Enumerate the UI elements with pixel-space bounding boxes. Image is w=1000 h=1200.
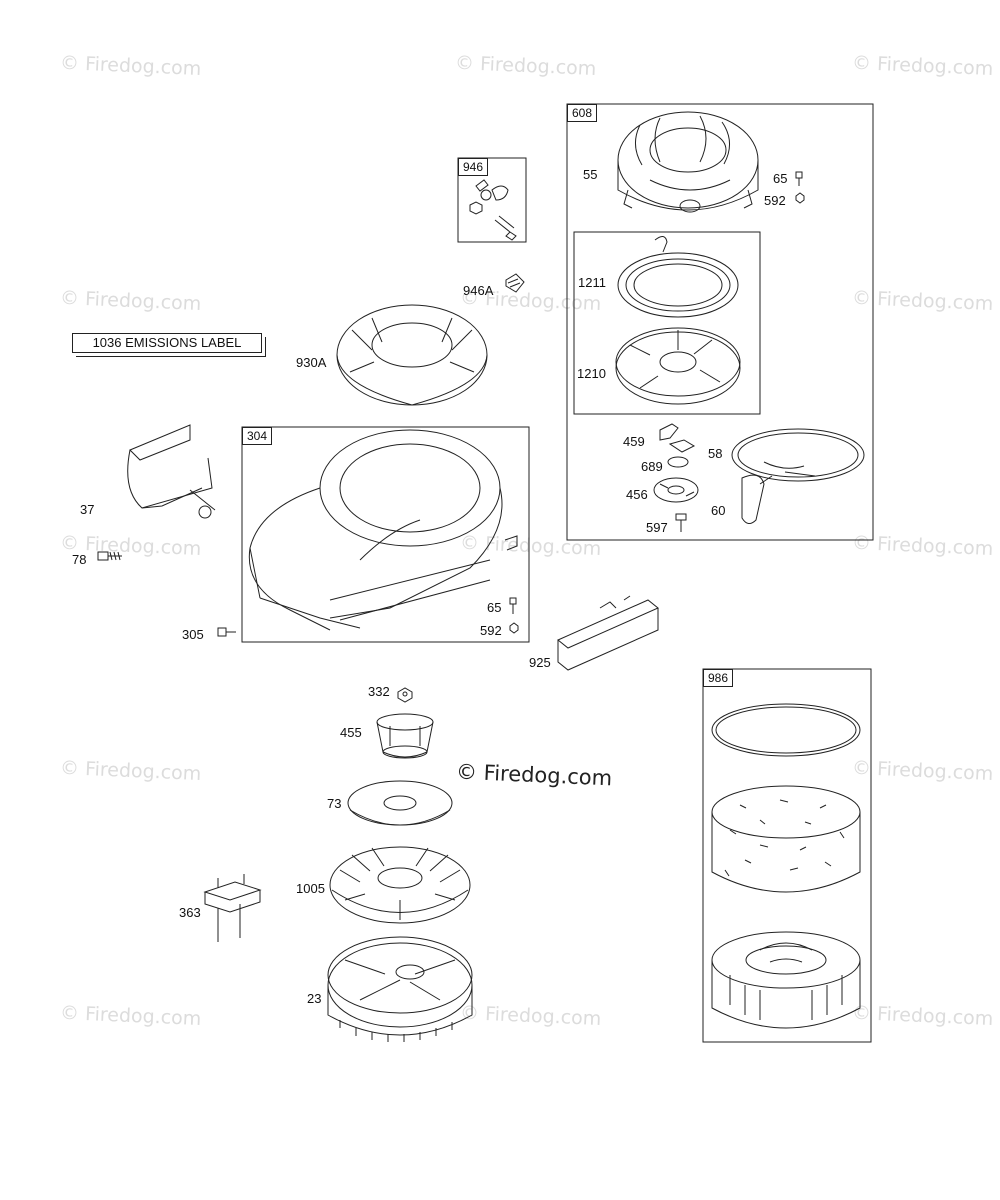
group-608-label: 608 (567, 104, 598, 122)
part-label-1211: 1211 (578, 275, 606, 290)
part-label-689: 689 (641, 459, 663, 474)
part-label-456: 456 (626, 487, 648, 502)
part-label-1005: 1005 (296, 881, 325, 896)
group-box-304 (241, 426, 530, 643)
part-label-60: 60 (711, 503, 726, 518)
part-986-cover (711, 931, 861, 1029)
part-946a-shape (505, 273, 525, 293)
part-689-clip (667, 456, 689, 468)
part-986-filter (711, 785, 861, 893)
part-label-455: 455 (340, 725, 362, 740)
part-label-332: 332 (368, 684, 390, 699)
part-986-gasket (711, 703, 861, 757)
part-label-305: 305 (182, 627, 204, 642)
part-label-23: 23 (307, 991, 322, 1006)
part-label-459: 459 (623, 434, 645, 449)
part-58-rope (731, 428, 865, 482)
part-592-nut-housing (509, 622, 519, 634)
part-label-946a: 946A (463, 283, 494, 298)
part-459-dog (659, 423, 696, 453)
part-label-73: 73 (327, 796, 342, 811)
part-label-55: 55 (583, 167, 598, 182)
group-box-986 (702, 668, 872, 1043)
group-986-label: 986 (703, 669, 734, 687)
part-label-78: 78 (72, 552, 87, 567)
part-label-363: 363 (179, 905, 201, 920)
part-304-housing (248, 429, 518, 631)
part-label-37: 37 (80, 502, 95, 517)
part-label-597: 597 (646, 520, 668, 535)
part-363-bracket (203, 874, 262, 942)
part-label-58: 58 (708, 446, 723, 461)
part-78-screw (97, 551, 122, 561)
part-332-nut (397, 687, 413, 703)
part-455-cup (376, 713, 434, 759)
part-597-screw (675, 513, 687, 532)
part-305-screw (217, 627, 236, 637)
part-592-nut-top (795, 192, 805, 204)
part-55-housing (617, 111, 759, 213)
part-65-bolt-top (795, 171, 803, 186)
part-label-65: 65 (773, 171, 788, 186)
group-946-label: 946 (458, 158, 489, 176)
part-label-925: 925 (529, 655, 551, 670)
emissions-label: 1036 EMISSIONS LABEL (72, 333, 266, 357)
part-1210-pulley (615, 327, 741, 405)
part-65-bolt-housing (509, 597, 517, 614)
part-label-1210: 1210 (577, 366, 606, 381)
part-label-592: 592 (764, 193, 786, 208)
part-456-retainer (653, 477, 699, 503)
part-930a-screen (336, 304, 488, 406)
group-box-608 (566, 103, 874, 541)
group-box-1211-1210 (573, 231, 761, 415)
part-37-baffle (127, 424, 216, 519)
part-23-flywheel (327, 936, 473, 1042)
part-1211-spring (617, 236, 739, 318)
part-1005-fan (329, 846, 471, 924)
part-60-handle (741, 474, 773, 524)
part-label-65-housing: 65 (487, 600, 502, 615)
kit-946-hardware (469, 179, 517, 241)
group-box-946 (457, 157, 527, 243)
group-304-label: 304 (242, 427, 273, 445)
part-73-screen (347, 780, 453, 826)
part-label-592-housing: 592 (480, 623, 502, 638)
part-label-930a: 930A (296, 355, 327, 370)
part-925-guard (557, 595, 659, 671)
